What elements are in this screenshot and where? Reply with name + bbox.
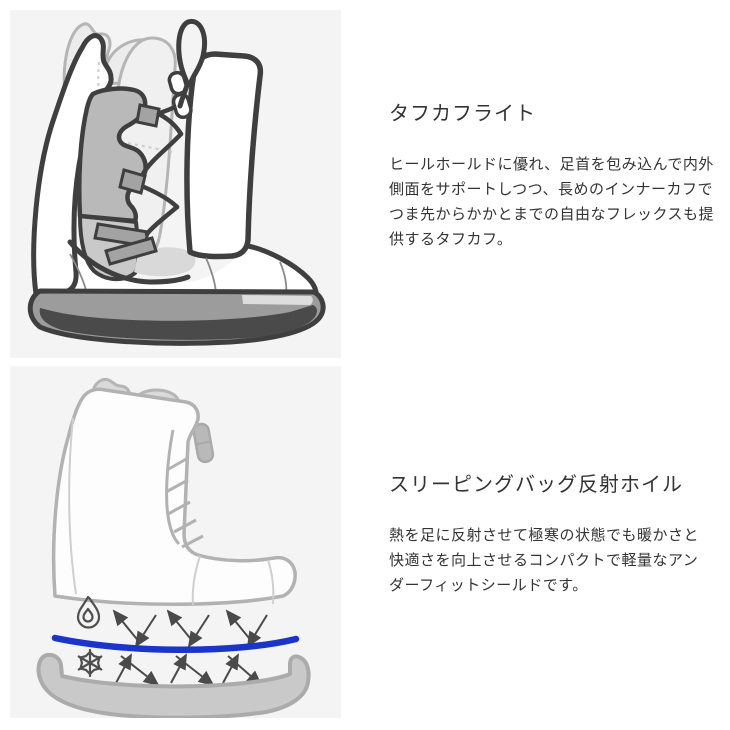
feature-heading-tuff-cuff: タフカフライト — [389, 103, 536, 125]
outsole-band — [39, 305, 317, 340]
tuff-cuff-text-block: タフカフライト ヒールホールドに優れ、足首を包み込んで内外 側面をサポートしつつ… — [389, 101, 723, 252]
reflective-foil-illustration-panel — [10, 366, 341, 718]
heat-arrows — [112, 609, 268, 648]
feature-body-tuff-cuff: ヒールホールドに優れ、足首を包み込んで内外 側面をサポートしつつ、長めのインナー… — [389, 156, 715, 248]
lace-strap-2 — [118, 168, 147, 195]
boot-seams — [68, 417, 275, 606]
sole-toe-strip — [242, 295, 313, 305]
reflective-foil-text-block: スリーピングバッグ反射ホイル 熱を足に反射させて極寒の状態でも暖かさと 快適さを… — [389, 472, 723, 598]
liner-toe-patch — [134, 247, 196, 277]
reflective-foil-line — [51, 634, 300, 653]
feature-body-reflective-foil: 熱を足に反射させて極寒の状態でも暖かさと 快適さを向上させるコンパクトで軽量なア… — [389, 527, 700, 594]
cold-arrows — [115, 653, 263, 687]
feature-heading-reflective-foil: スリーピングバッグ反射ホイル — [389, 474, 683, 496]
boot-cutaway-illustration — [27, 18, 326, 346]
cutaway-edge — [67, 239, 191, 285]
snowflake-icon — [77, 648, 103, 678]
lace-strap-4 — [104, 236, 158, 266]
flame-icon — [76, 595, 101, 629]
reflective-foil-illustration — [36, 377, 311, 718]
underfit-sole-slab — [36, 652, 311, 718]
boa-dial — [192, 422, 215, 464]
boot-outline — [51, 387, 297, 606]
tuff-cuff-illustration-panel — [10, 10, 341, 358]
front-shaft — [184, 51, 264, 260]
dashed-seam-1 — [97, 61, 100, 97]
pull-loop-tail — [177, 80, 191, 109]
lace-strap-1 — [135, 103, 161, 128]
laces — [140, 102, 184, 237]
lace-cover-band — [165, 429, 204, 549]
